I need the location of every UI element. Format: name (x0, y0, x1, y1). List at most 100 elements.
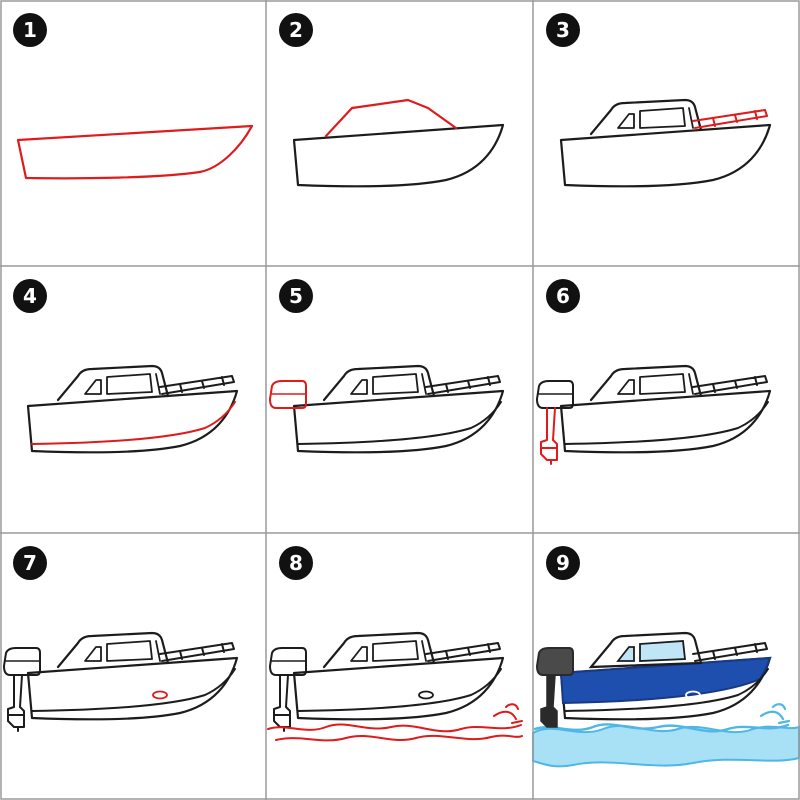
step-number-badge: 1 (13, 13, 47, 47)
cabin-door (155, 640, 161, 662)
step-number-badge: 5 (279, 279, 313, 313)
hull-fill-blue (559, 656, 772, 705)
railing (692, 642, 768, 662)
cabin-window (350, 379, 368, 395)
step-number: 3 (556, 18, 570, 42)
step-badge-circle (13, 13, 47, 47)
hull-stripe (31, 401, 236, 445)
cabin-window (372, 640, 419, 662)
cabin-window (106, 373, 153, 395)
cabin-window (106, 640, 153, 662)
step-number: 7 (23, 551, 37, 575)
step-number: 1 (23, 18, 37, 42)
boat-drawing (269, 364, 505, 454)
railing (159, 642, 235, 662)
cabin-door (421, 640, 427, 662)
hull-stripe (297, 401, 502, 445)
cabin-window (84, 646, 102, 662)
step-panel-2: 2 (279, 13, 505, 188)
cabin-door (688, 373, 694, 395)
step-panel-6: 6 (536, 279, 772, 465)
cabin-window (350, 646, 368, 662)
hull-stripe (564, 668, 769, 712)
railing (692, 109, 768, 129)
hull-stripe (31, 668, 236, 712)
cabin-roof (322, 631, 436, 669)
water-splash (759, 703, 791, 725)
porthole (152, 690, 168, 700)
cabin-roof (324, 98, 458, 138)
step-number-badge: 3 (546, 13, 580, 47)
cabin-window (639, 373, 686, 395)
hull-stripe (297, 668, 502, 712)
cabin-roof (589, 98, 703, 136)
cabin-window (639, 107, 686, 129)
step-number-badge: 8 (279, 546, 313, 580)
boat-drawing (3, 631, 239, 732)
railing (159, 375, 235, 395)
hull-outline (292, 123, 505, 188)
step-number-badge: 6 (546, 279, 580, 313)
boat-drawing (16, 124, 254, 180)
railing (425, 642, 501, 662)
motor-shaft (540, 407, 558, 465)
water-wave (275, 734, 523, 742)
motor-shaft (540, 674, 558, 728)
step-badge-circle (13, 279, 47, 313)
porthole (685, 690, 701, 700)
cabin-window (617, 379, 635, 395)
boat-drawing (292, 98, 505, 188)
cabin-roof (322, 364, 436, 402)
step-badge-circle (279, 13, 313, 47)
motor-head (535, 647, 574, 676)
motor-head (269, 647, 307, 676)
boat-drawing (559, 98, 772, 188)
step-number-badge: 4 (13, 279, 47, 313)
step-panel-1: 1 (13, 13, 254, 180)
hull-outline (559, 123, 772, 188)
porthole (418, 690, 434, 700)
motor-shaft (7, 674, 25, 732)
step-badge-circle (546, 13, 580, 47)
step-number: 6 (556, 284, 570, 308)
step-panel-8: 8 (267, 546, 523, 742)
boat-drawing (267, 631, 523, 742)
step-number: 8 (289, 551, 303, 575)
boat-drawing (26, 364, 239, 454)
water-fill (532, 724, 800, 768)
cabin-door (155, 373, 161, 395)
water-splash (493, 703, 523, 724)
water-wave (533, 723, 790, 733)
hull-stripe (564, 401, 769, 445)
step-panel-5: 5 (269, 279, 505, 454)
cabin-roof (56, 631, 170, 669)
boat-drawing (532, 631, 800, 768)
step-number-badge: 9 (546, 546, 580, 580)
motor-head (269, 380, 307, 409)
cabin-window (616, 646, 635, 662)
step-badge-circle (546, 279, 580, 313)
cabin-window (372, 373, 419, 395)
boat-drawing (536, 364, 772, 465)
step-number-badge: 2 (279, 13, 313, 47)
railing (692, 375, 768, 395)
motor-head (3, 647, 41, 676)
step-badge-circle (546, 546, 580, 580)
motor-head (536, 380, 574, 409)
water-wave (267, 723, 522, 733)
step-panel-7: 7 (3, 546, 239, 732)
step-number: 4 (23, 284, 37, 308)
step-badge-circle (279, 279, 313, 313)
cabin-roof (56, 364, 170, 402)
step-number-badge: 7 (13, 546, 47, 580)
cabin-window (617, 113, 635, 129)
railing (425, 375, 501, 395)
step-number: 9 (556, 551, 570, 575)
cabin-door (421, 373, 427, 395)
step-panel-9: 9 (532, 546, 800, 768)
step-number: 5 (289, 284, 303, 308)
cabin-window (639, 640, 687, 662)
